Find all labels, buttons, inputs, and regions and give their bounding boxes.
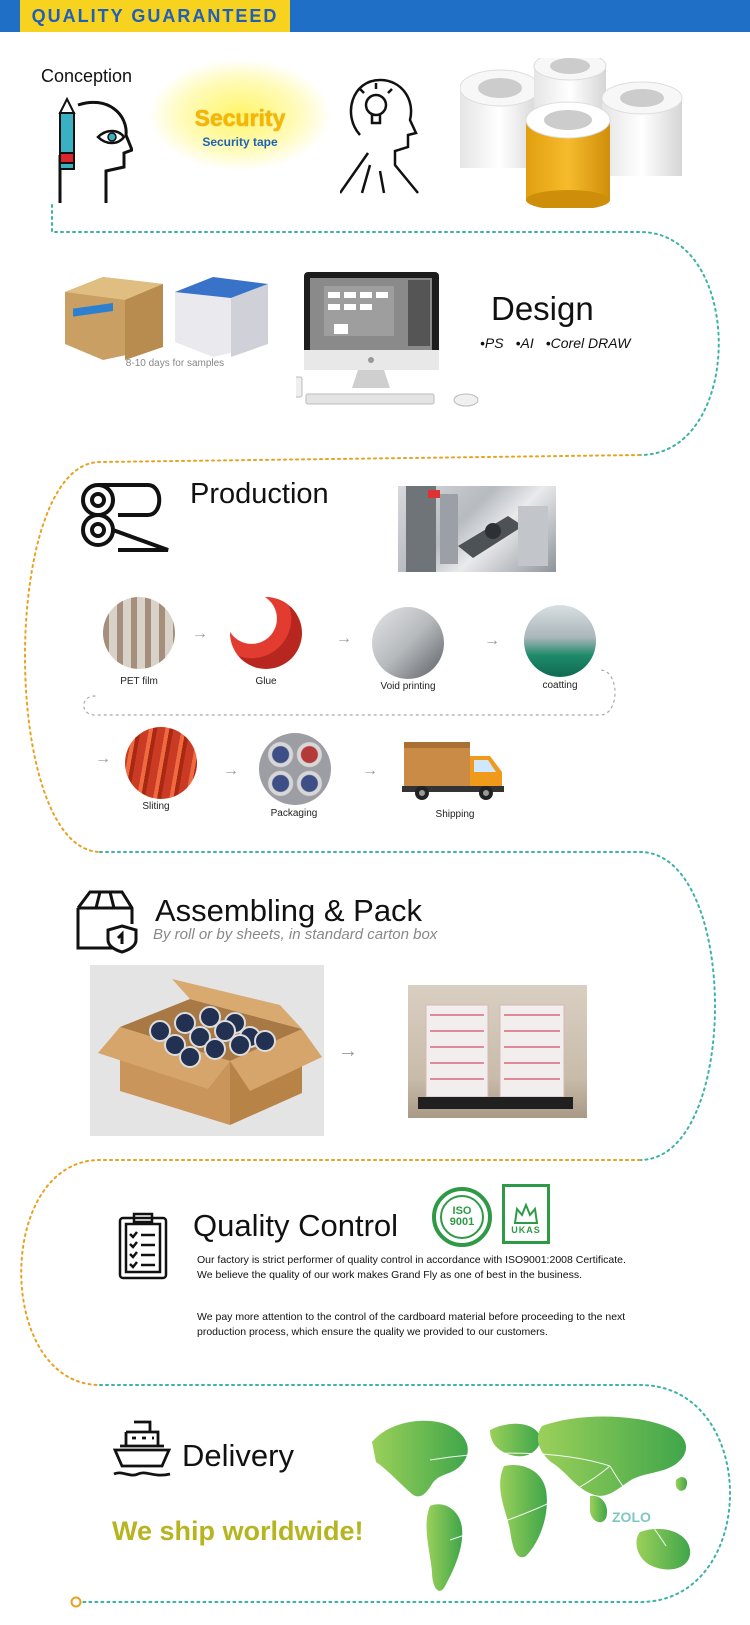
samples-note: 8-10 days for samples <box>125 358 225 369</box>
arrow-right-icon: → <box>192 625 208 642</box>
quality-paragraph-2: We pay more attention to the control of … <box>197 1311 626 1338</box>
tool-ai: •AI <box>515 335 534 351</box>
arrow-right-icon: → <box>223 762 239 779</box>
arrow-right-icon: → <box>338 1040 358 1062</box>
arrow-right-icon: → <box>484 632 500 649</box>
step-void-printing-label: Void printing <box>380 681 436 692</box>
box-shield-icon <box>76 890 138 954</box>
iso-seal-icon: ISO 9001 <box>432 1187 492 1247</box>
production-title: Production <box>190 478 329 510</box>
tool-coreldraw: •Corel DRAW <box>545 335 631 351</box>
quality-paragraph-1: Our factory is strict performer of quali… <box>197 1254 626 1281</box>
sample-boxes-image <box>65 277 268 360</box>
ukas-badge-icon: UKAS <box>502 1184 550 1244</box>
head-pencil-icon <box>58 96 133 203</box>
clipboard-checklist-icon <box>118 1212 168 1280</box>
quality-title: Quality Control <box>193 1208 399 1243</box>
carton-box-photo <box>90 965 324 1136</box>
lightbulb-head-icon <box>340 78 419 194</box>
assembling-subtitle: By roll or by sheets, in standard carton… <box>153 926 438 943</box>
ship-icon <box>112 1420 172 1477</box>
design-title: Design <box>491 290 594 327</box>
map-label: ZOLO <box>612 1509 651 1525</box>
security-tape-label: Security tape <box>202 135 278 149</box>
header-bar: QUALITY GUARANTEED <box>0 0 750 32</box>
step-shipping-label: Shipping <box>435 809 475 820</box>
step-glue-label: Glue <box>255 676 277 687</box>
arrow-right-icon: → <box>95 750 111 767</box>
crown-icon <box>513 1203 539 1224</box>
computer-monitor-image <box>296 272 479 407</box>
tool-ps: •PS <box>480 335 504 351</box>
step-coating-label: coatting <box>542 680 578 691</box>
glue-photo <box>230 597 302 669</box>
production-machine-photo <box>398 486 556 572</box>
pet-film-photo <box>103 597 175 669</box>
step-pet-film-label: PET film <box>120 676 158 687</box>
security-glow <box>150 60 330 170</box>
tape-rolls-image <box>460 58 683 208</box>
rollers-icon <box>81 483 169 552</box>
conception-title: Conception <box>41 66 133 86</box>
shipping-truck-icon <box>402 742 504 800</box>
void-printing-photo <box>372 607 444 679</box>
step-packaging-label: Packaging <box>270 808 318 819</box>
delivery-title: Delivery <box>182 1438 294 1473</box>
ukas-label: UKAS <box>511 1225 541 1235</box>
assembling-title: Assembling & Pack <box>155 893 423 928</box>
security-word: Security <box>194 105 286 131</box>
step-slitting-label: Sliting <box>142 801 170 812</box>
arrow-right-icon: → <box>336 630 352 647</box>
pallet-stack-photo <box>408 985 587 1118</box>
iso-seal-label: ISO 9001 <box>440 1195 484 1239</box>
worldwide-slogan: We ship worldwide! <box>112 1516 364 1546</box>
slitting-photo <box>125 727 197 799</box>
design-tools-list: •PS •AI •Corel DRAW <box>480 335 631 351</box>
coating-photo <box>524 605 596 677</box>
arrow-right-icon: → <box>362 762 378 779</box>
packaging-photo <box>259 733 331 805</box>
world-map-image: ZOLO <box>372 1416 691 1591</box>
quality-guaranteed-badge: QUALITY GUARANTEED <box>20 0 290 32</box>
